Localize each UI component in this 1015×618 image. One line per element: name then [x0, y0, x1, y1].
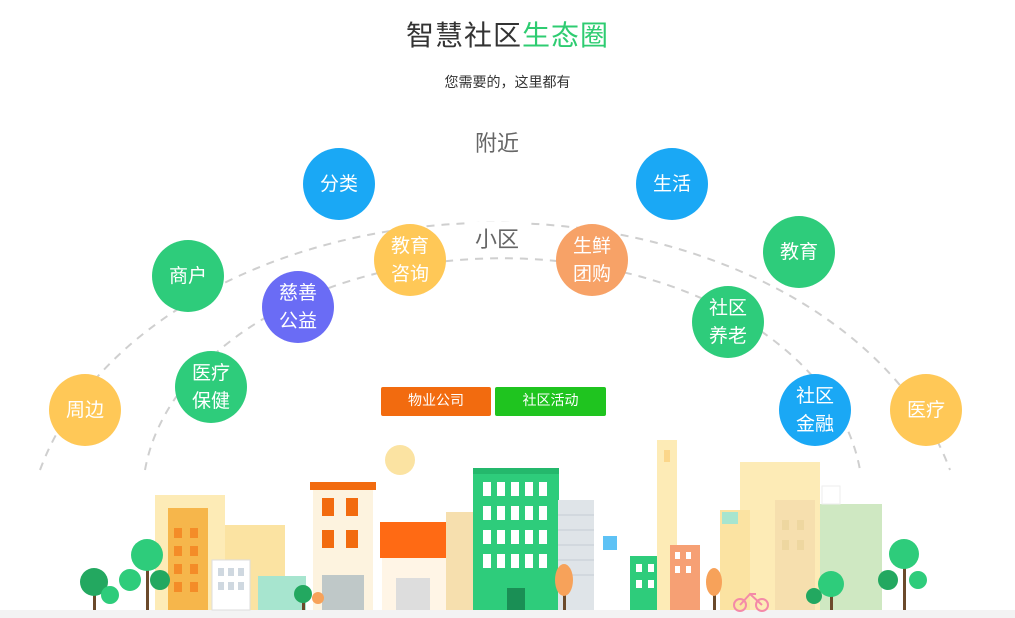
title-accent: 生态圈 [522, 19, 610, 52]
bubble-line1: 教育 [779, 241, 818, 263]
tree-icon [80, 568, 119, 610]
city-illustration [0, 440, 1015, 618]
ring-label-community: 小区 [468, 222, 526, 254]
bubble-line1: 生活 [652, 173, 691, 195]
tree-icon [706, 568, 722, 610]
tree-icon [119, 539, 170, 610]
bubble-line1: 分类 [319, 173, 358, 195]
bubble-line1: 社区 [708, 297, 747, 319]
bubble-line1: 慈善 [278, 282, 317, 304]
bicycle-icon [733, 592, 769, 612]
bubble-line2: 团购 [572, 263, 611, 285]
bubble-line2: 公益 [278, 310, 317, 332]
bubble-fresh-groupbuy[interactable]: 生鲜 团购 [556, 224, 628, 296]
tree-icon [806, 571, 844, 610]
bubble-line1: 社区 [795, 385, 834, 407]
building [168, 508, 208, 610]
bubble-line1: 医疗 [906, 399, 945, 421]
bubble-finance[interactable]: 社区 金融 [779, 374, 851, 446]
page-subtitle: 您需要的，这里都有 [444, 75, 571, 91]
sun-icon [385, 445, 415, 475]
bubble-line1: 教育 [390, 235, 429, 257]
page-title: 智慧社区生态圈 [0, 14, 1015, 54]
outer-arc [39, 221, 951, 471]
building [720, 510, 750, 610]
tree-icon [294, 585, 324, 610]
bubble-line1: 商户 [168, 265, 207, 287]
building [630, 556, 662, 610]
bubble-elderly-care[interactable]: 社区 养老 [692, 286, 764, 358]
building [446, 512, 476, 610]
bubble-line2: 金融 [795, 413, 834, 435]
bubble-line2: 咨询 [390, 263, 429, 285]
bubble-line1: 医疗 [191, 362, 230, 384]
tree-icon [555, 564, 573, 610]
bubble-charity[interactable]: 慈善 公益 [262, 271, 334, 343]
bubble-line2: 养老 [708, 325, 747, 347]
bubble-line2: 保健 [191, 390, 230, 412]
title-main: 智慧社区 [405, 19, 522, 52]
community-activity-button[interactable]: 社区活动 [495, 387, 606, 416]
bubble-category[interactable]: 分类 [303, 148, 375, 220]
building [670, 545, 700, 610]
bubble-line1: 生鲜 [572, 235, 611, 257]
property-company-button[interactable]: 物业公司 [381, 387, 491, 416]
bubble-surrounding[interactable]: 周边 [49, 374, 121, 446]
tree-icon [878, 539, 927, 610]
bubble-education[interactable]: 教育 [763, 216, 835, 288]
bubble-edu-consult[interactable]: 教育 咨询 [374, 224, 446, 296]
bubble-medical[interactable]: 医疗 [890, 374, 962, 446]
bubble-life[interactable]: 生活 [636, 148, 708, 220]
ring-label-nearby: 附近 [468, 126, 526, 158]
bubble-line1: 周边 [65, 399, 104, 421]
bubble-healthcare[interactable]: 医疗 保健 [175, 351, 247, 423]
bubble-merchants[interactable]: 商户 [152, 240, 224, 312]
